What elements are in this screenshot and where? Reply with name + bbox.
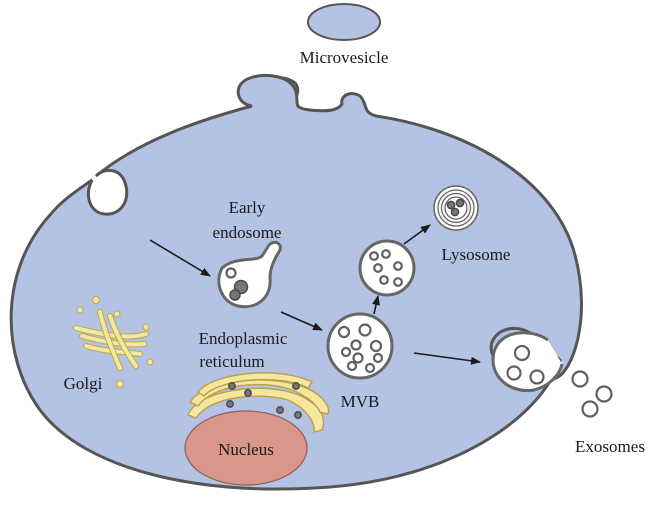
- label-golgi: Golgi: [64, 374, 103, 393]
- endoplasmic-reticulum-shape: [187, 372, 330, 433]
- arrow-late-to-lysosome: [403, 224, 431, 245]
- label-early-endosome-2: endosome: [213, 223, 282, 242]
- lysosome-shape: [433, 185, 479, 231]
- microvesicle-shape: [307, 3, 381, 41]
- label-microvesicle: Microvesicle: [300, 48, 389, 67]
- label-nucleus: Nucleus: [218, 440, 274, 459]
- label-early-endosome-1: Early: [229, 198, 266, 217]
- label-er-2: reticulum: [199, 352, 264, 371]
- label-exosomes: Exosomes: [575, 437, 645, 456]
- golgi-shape: [73, 296, 154, 388]
- mvb-shape: [326, 312, 394, 380]
- early-endosome-shape: [217, 240, 282, 309]
- label-lysosome: Lysosome: [442, 245, 511, 264]
- arrow-early-to-mvb: [280, 311, 323, 331]
- exosome-particles: [571, 370, 613, 418]
- label-mvb: MVB: [341, 392, 380, 411]
- late-endosome-shape: [358, 239, 416, 297]
- fusing-mvb-shape: [491, 331, 564, 393]
- label-er-1: Endoplasmic: [199, 329, 288, 348]
- arrow-to-early-endosome: [149, 239, 211, 277]
- arrow-mvb-to-late: [372, 295, 380, 315]
- nucleus-shape: [184, 410, 308, 486]
- arrow-mvb-to-exocytosis: [413, 352, 481, 365]
